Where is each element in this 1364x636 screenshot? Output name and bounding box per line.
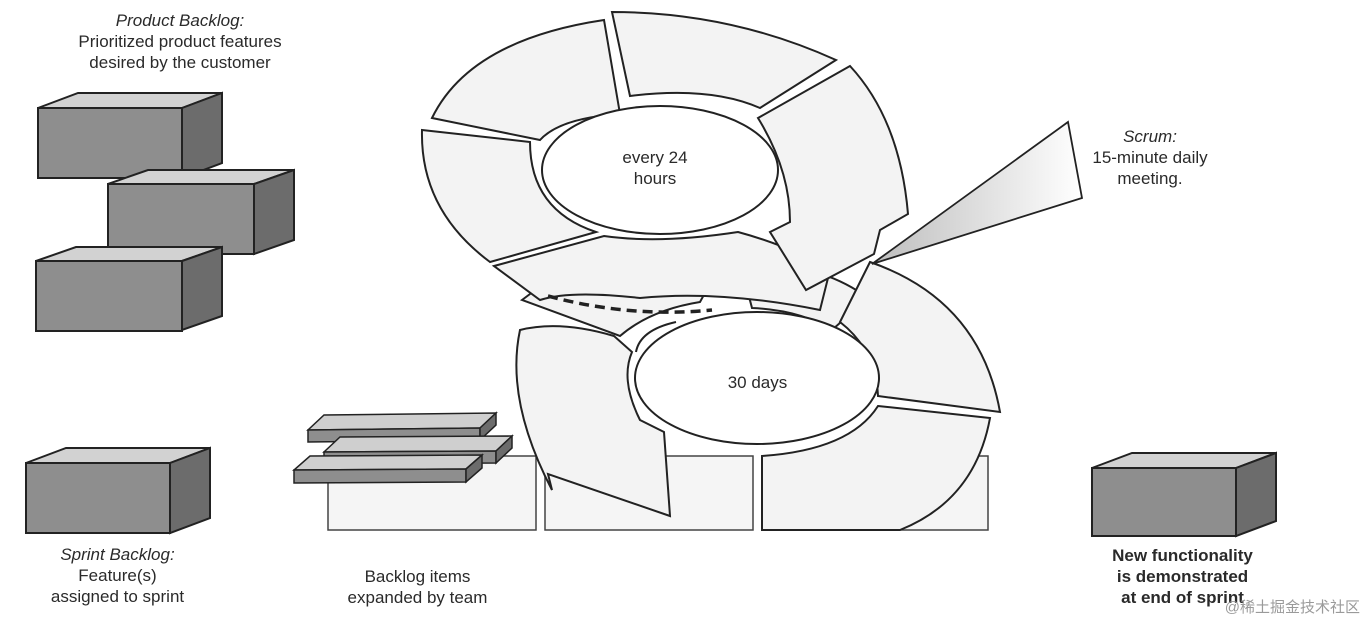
watermark: @稀土掘金技术社区 (1224, 599, 1360, 616)
daily-cycle-line-2: hours (633, 169, 677, 188)
product-backlog-box-1 (37, 91, 223, 180)
product-backlog-line-2: desired by the customer (89, 53, 271, 72)
new-functionality-line-1: New functionality (1112, 546, 1253, 565)
scrum-label: Scrum: 15-minute daily meeting. (1040, 126, 1260, 189)
sprint-backlog-box (25, 446, 211, 535)
sprint-backlog-line-2: assigned to sprint (50, 587, 185, 606)
new-functionality-box (1091, 451, 1277, 538)
product-backlog-line-1: Prioritized product features (78, 32, 282, 51)
sprint-backlog-heading: Sprint Backlog: (60, 545, 175, 564)
product-backlog-heading: Product Backlog: (115, 11, 245, 30)
scrum-heading: Scrum: (1123, 127, 1177, 146)
daily-cycle-ring (420, 10, 910, 312)
daily-cycle-line-1: every 24 (622, 148, 688, 167)
backlog-items-label: Backlog items expanded by team (305, 566, 530, 608)
scrum-line-1: 15-minute daily (1092, 148, 1208, 167)
scrum-megaphone (871, 120, 1084, 265)
backlog-items-line-2: expanded by team (347, 588, 488, 607)
product-backlog-box-3 (35, 245, 223, 332)
new-functionality-line-3: at end of sprint (1121, 588, 1244, 607)
daily-cycle-label: every 24 hours (585, 147, 725, 189)
scrum-line-2: meeting. (1117, 169, 1183, 188)
product-backlog-box-2 (107, 168, 295, 256)
cycle-connector-dashed (547, 294, 713, 314)
product-backlog-label: Product Backlog: Prioritized product fea… (30, 10, 330, 73)
backlog-items-line-1: Backlog items (364, 567, 471, 586)
sprint-backlog-line-1: Feature(s) (78, 566, 157, 585)
sprint-cycle-label: 30 days (727, 373, 788, 392)
sprint-backlog-label: Sprint Backlog: Feature(s) assigned to s… (10, 544, 225, 607)
new-functionality-line-2: is demonstrated (1116, 567, 1249, 586)
backlog-item-plate-3 (291, 453, 485, 484)
new-functionality-label: New functionality is demonstrated at end… (1060, 545, 1305, 608)
